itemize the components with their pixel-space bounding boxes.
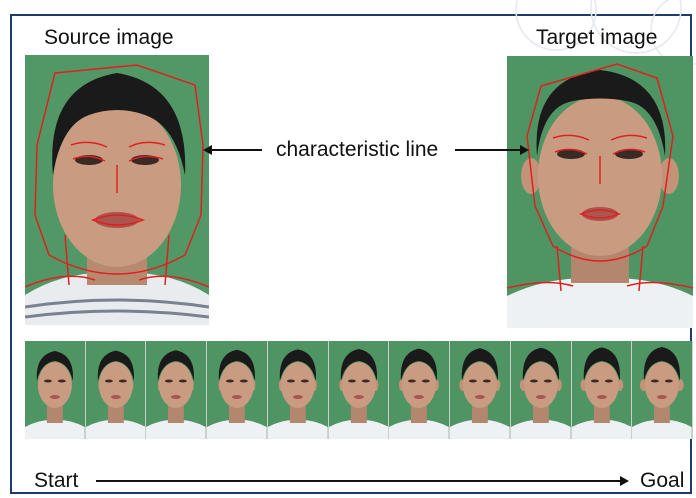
morph-frame-5 <box>268 341 329 439</box>
source-face-image <box>25 55 209 325</box>
target-image-label: Target image <box>536 26 657 50</box>
morph-frame-6 <box>329 341 390 439</box>
morph-frame-10 <box>572 341 633 439</box>
characteristic-line-label: characteristic line <box>276 138 438 162</box>
morph-frame-7 <box>389 341 450 439</box>
source-image-label: Source image <box>44 26 174 50</box>
morph-sequence-strip <box>25 341 693 439</box>
start-label: Start <box>34 469 78 493</box>
morph-frame-2 <box>86 341 147 439</box>
target-face-image <box>507 56 693 328</box>
morph-frame-11 <box>632 341 693 439</box>
progress-arrow-head <box>620 476 629 486</box>
morph-frame-1 <box>25 341 86 439</box>
arrow-to-target-line <box>455 149 521 151</box>
arrow-to-source-line <box>210 149 262 151</box>
morph-frame-4 <box>207 341 268 439</box>
progress-arrow-line <box>96 480 620 482</box>
arrow-to-target-head <box>520 145 529 155</box>
goal-label: Goal <box>640 469 684 493</box>
morph-frame-9 <box>511 341 572 439</box>
morph-frame-3 <box>146 341 207 439</box>
morph-frame-8 <box>450 341 511 439</box>
